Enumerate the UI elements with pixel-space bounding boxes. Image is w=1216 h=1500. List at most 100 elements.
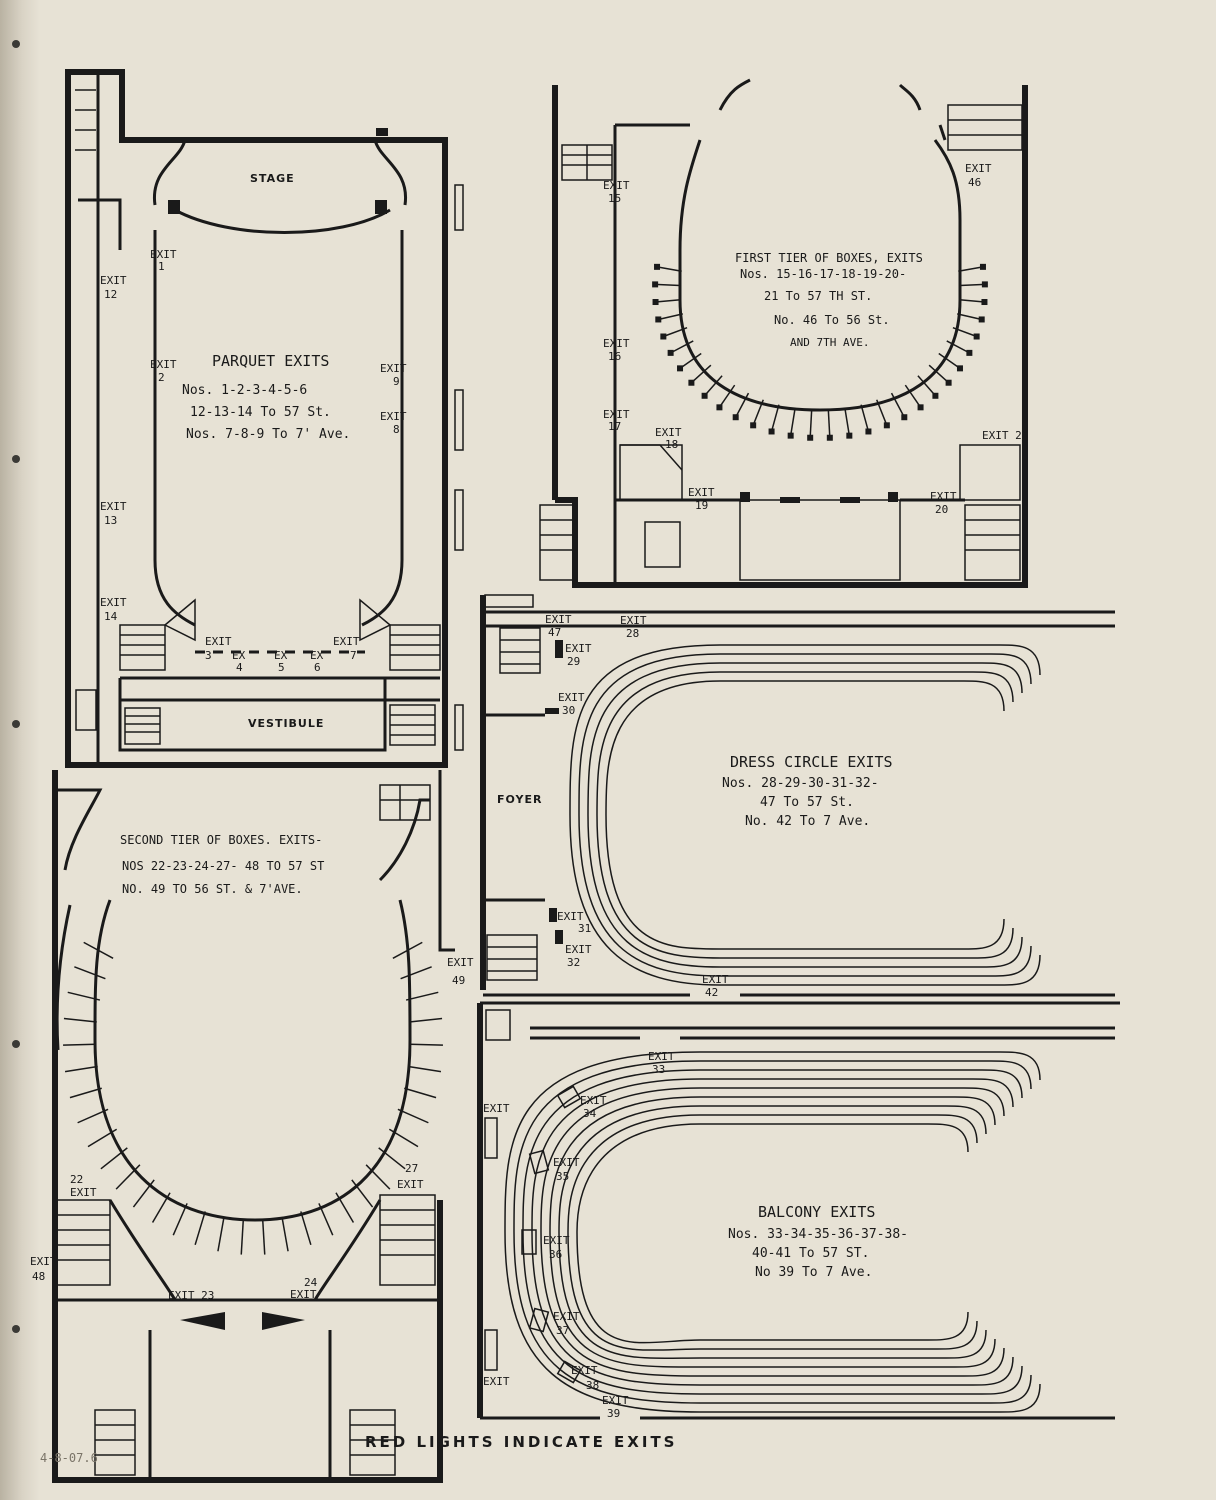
exit-number: 2 [158,371,165,384]
box-partition [409,1017,443,1023]
box-door [807,434,814,441]
box-partition [958,266,984,272]
dress-circle-row [596,671,1014,959]
box-door [701,392,708,399]
box-partition [752,399,764,426]
parquet-title: PARQUET EXITS [212,352,329,370]
box-partition [64,1065,98,1073]
box-partition [400,966,432,980]
exit-label: EXIT [543,1234,570,1247]
balcony-row [567,1114,978,1351]
exit-label: EXIT [447,956,474,969]
balcony-line-3: 40-41 To 57 ST. [752,1246,869,1261]
box-door [917,404,924,411]
box-partition [100,1147,128,1170]
box-partition [809,409,813,438]
exit-number: 16 [608,350,621,363]
exit-label: EXIT [603,179,630,192]
box-door [956,365,963,372]
box-partition [318,1203,334,1236]
first-tier-line-1: FIRST TIER OF BOXES, EXITS [735,251,923,265]
exit-label: EX [232,649,246,662]
box-partition [261,1219,266,1255]
exit-number: 34 [583,1107,597,1120]
exit-label: EXIT [565,943,592,956]
box-partition [63,1017,97,1023]
box-partition [132,1179,155,1208]
box-door [966,349,973,356]
box-door [883,422,890,429]
exit-label: EXIT [333,635,360,648]
box-door [787,432,794,439]
box-partition [87,1128,118,1148]
exit-number: 39 [607,1407,620,1420]
box-partition [405,991,439,1001]
balcony-title: BALCONY EXITS [758,1203,875,1221]
box-partition [663,326,688,338]
box-door [652,299,659,306]
box-door [655,316,662,323]
box-partition [69,1087,102,1099]
box-partition [74,966,106,980]
dress-circle-line-3: 47 To 57 St. [760,795,854,810]
box-partition [938,352,961,369]
exit-label: EXIT [688,486,715,499]
exit-number: 28 [626,627,639,640]
exit-label: EXIT [397,1178,424,1191]
page-caption: RED LIGHTS INDICATE EXITS [365,1433,677,1451]
exit-number: 36 [549,1248,562,1261]
exit-label: EXIT 21 [982,429,1028,442]
exit-number: 18 [665,438,678,451]
exit-label: EXIT [648,1050,675,1063]
box-door [750,422,757,429]
box-door [846,432,853,439]
exit-number: 6 [314,661,321,674]
exit-label: EXIT [603,337,630,350]
binding-hole [12,40,20,48]
first-tier-plan: FIRST TIER OF BOXES, EXITS Nos. 15-16-17… [539,78,1028,588]
balcony-line-4: No 39 To 7 Ave. [755,1265,872,1280]
box-partition [690,364,712,384]
exit-number: 37 [556,1324,569,1337]
exit-label: EXIT [553,1156,580,1169]
first-tier-line-2: Nos. 15-16-17-18-19-20- [740,267,906,281]
exit-number: 27 [405,1162,418,1175]
exit-number: 9 [393,375,400,388]
second-tier-boxes [63,941,443,1255]
box-partition [77,1108,109,1124]
exit-label: EXIT [603,408,630,421]
box-door [945,379,952,386]
exit-number: 35 [556,1170,569,1183]
balcony-row [513,1060,1032,1404]
box-partition [63,1043,97,1046]
box-partition [928,364,950,384]
box-partition [952,326,977,338]
box-partition [365,1164,391,1190]
exit-number: 31 [578,922,591,935]
box-partition [408,1065,442,1073]
dress-circle-line-2: Nos. 28-29-30-31-32- [722,776,879,791]
second-tier-line-2: NOS 22-23-24-27- 48 TO 57 ST [122,859,324,873]
box-partition [789,407,796,436]
box-door [732,414,739,421]
box-partition [83,941,114,959]
exit-number: 13 [104,514,117,527]
balcony-row [558,1105,987,1359]
dress-circle-rows [569,644,1041,986]
box-partition [151,1192,171,1223]
box-partition [704,375,723,397]
dress-circle-row [578,653,1032,977]
exit-label: EX [274,649,288,662]
parquet-line-1: Nos. 1-2-3-4-5-6 [182,383,307,398]
box-partition [844,407,851,436]
first-tier-boxes [652,263,988,441]
box-partition [67,991,101,1001]
binding-hole [12,720,20,728]
box-partition [655,283,681,287]
exit-label: EXIT [483,1375,510,1388]
binding-edge [0,0,40,1500]
exit-number: 33 [652,1063,665,1076]
box-partition [904,384,922,408]
first-tier-line-4: No. 46 To 56 St. [774,313,890,327]
exit-number: 46 [968,176,981,189]
